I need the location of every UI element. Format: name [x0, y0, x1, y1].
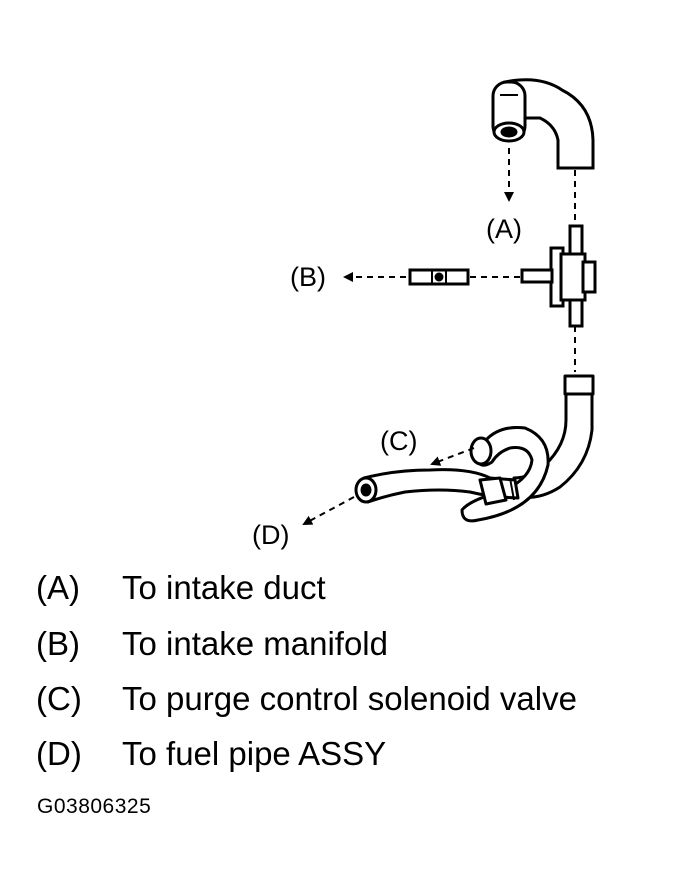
legend-text-d: To fuel pipe ASSY [122, 735, 387, 772]
callout-d: (D) [252, 520, 289, 550]
callout-b: (B) [290, 262, 326, 292]
callout-c: (C) [380, 426, 417, 456]
legend-text-c: To purge control solenoid valve [122, 680, 577, 717]
legend-key-a: (A) [36, 569, 80, 606]
arrow-c [430, 447, 475, 466]
legend-text-b: To intake manifold [122, 625, 388, 662]
figure-code: G03806325 [37, 795, 152, 818]
intake-duct-hose [491, 78, 595, 170]
hose-routing-diagram: (A) (B) (C) (D) [252, 78, 597, 550]
lower-hose-assembly [354, 374, 595, 523]
legend-key-c: (C) [36, 680, 82, 717]
legend-text-a: To intake duct [122, 569, 326, 606]
callout-a: (A) [486, 214, 522, 244]
legend-key-b: (B) [36, 625, 80, 662]
legend-key-d: (D) [36, 735, 82, 772]
arrow-d [302, 496, 355, 525]
check-valve [520, 224, 597, 328]
pipe-segment [408, 268, 470, 286]
